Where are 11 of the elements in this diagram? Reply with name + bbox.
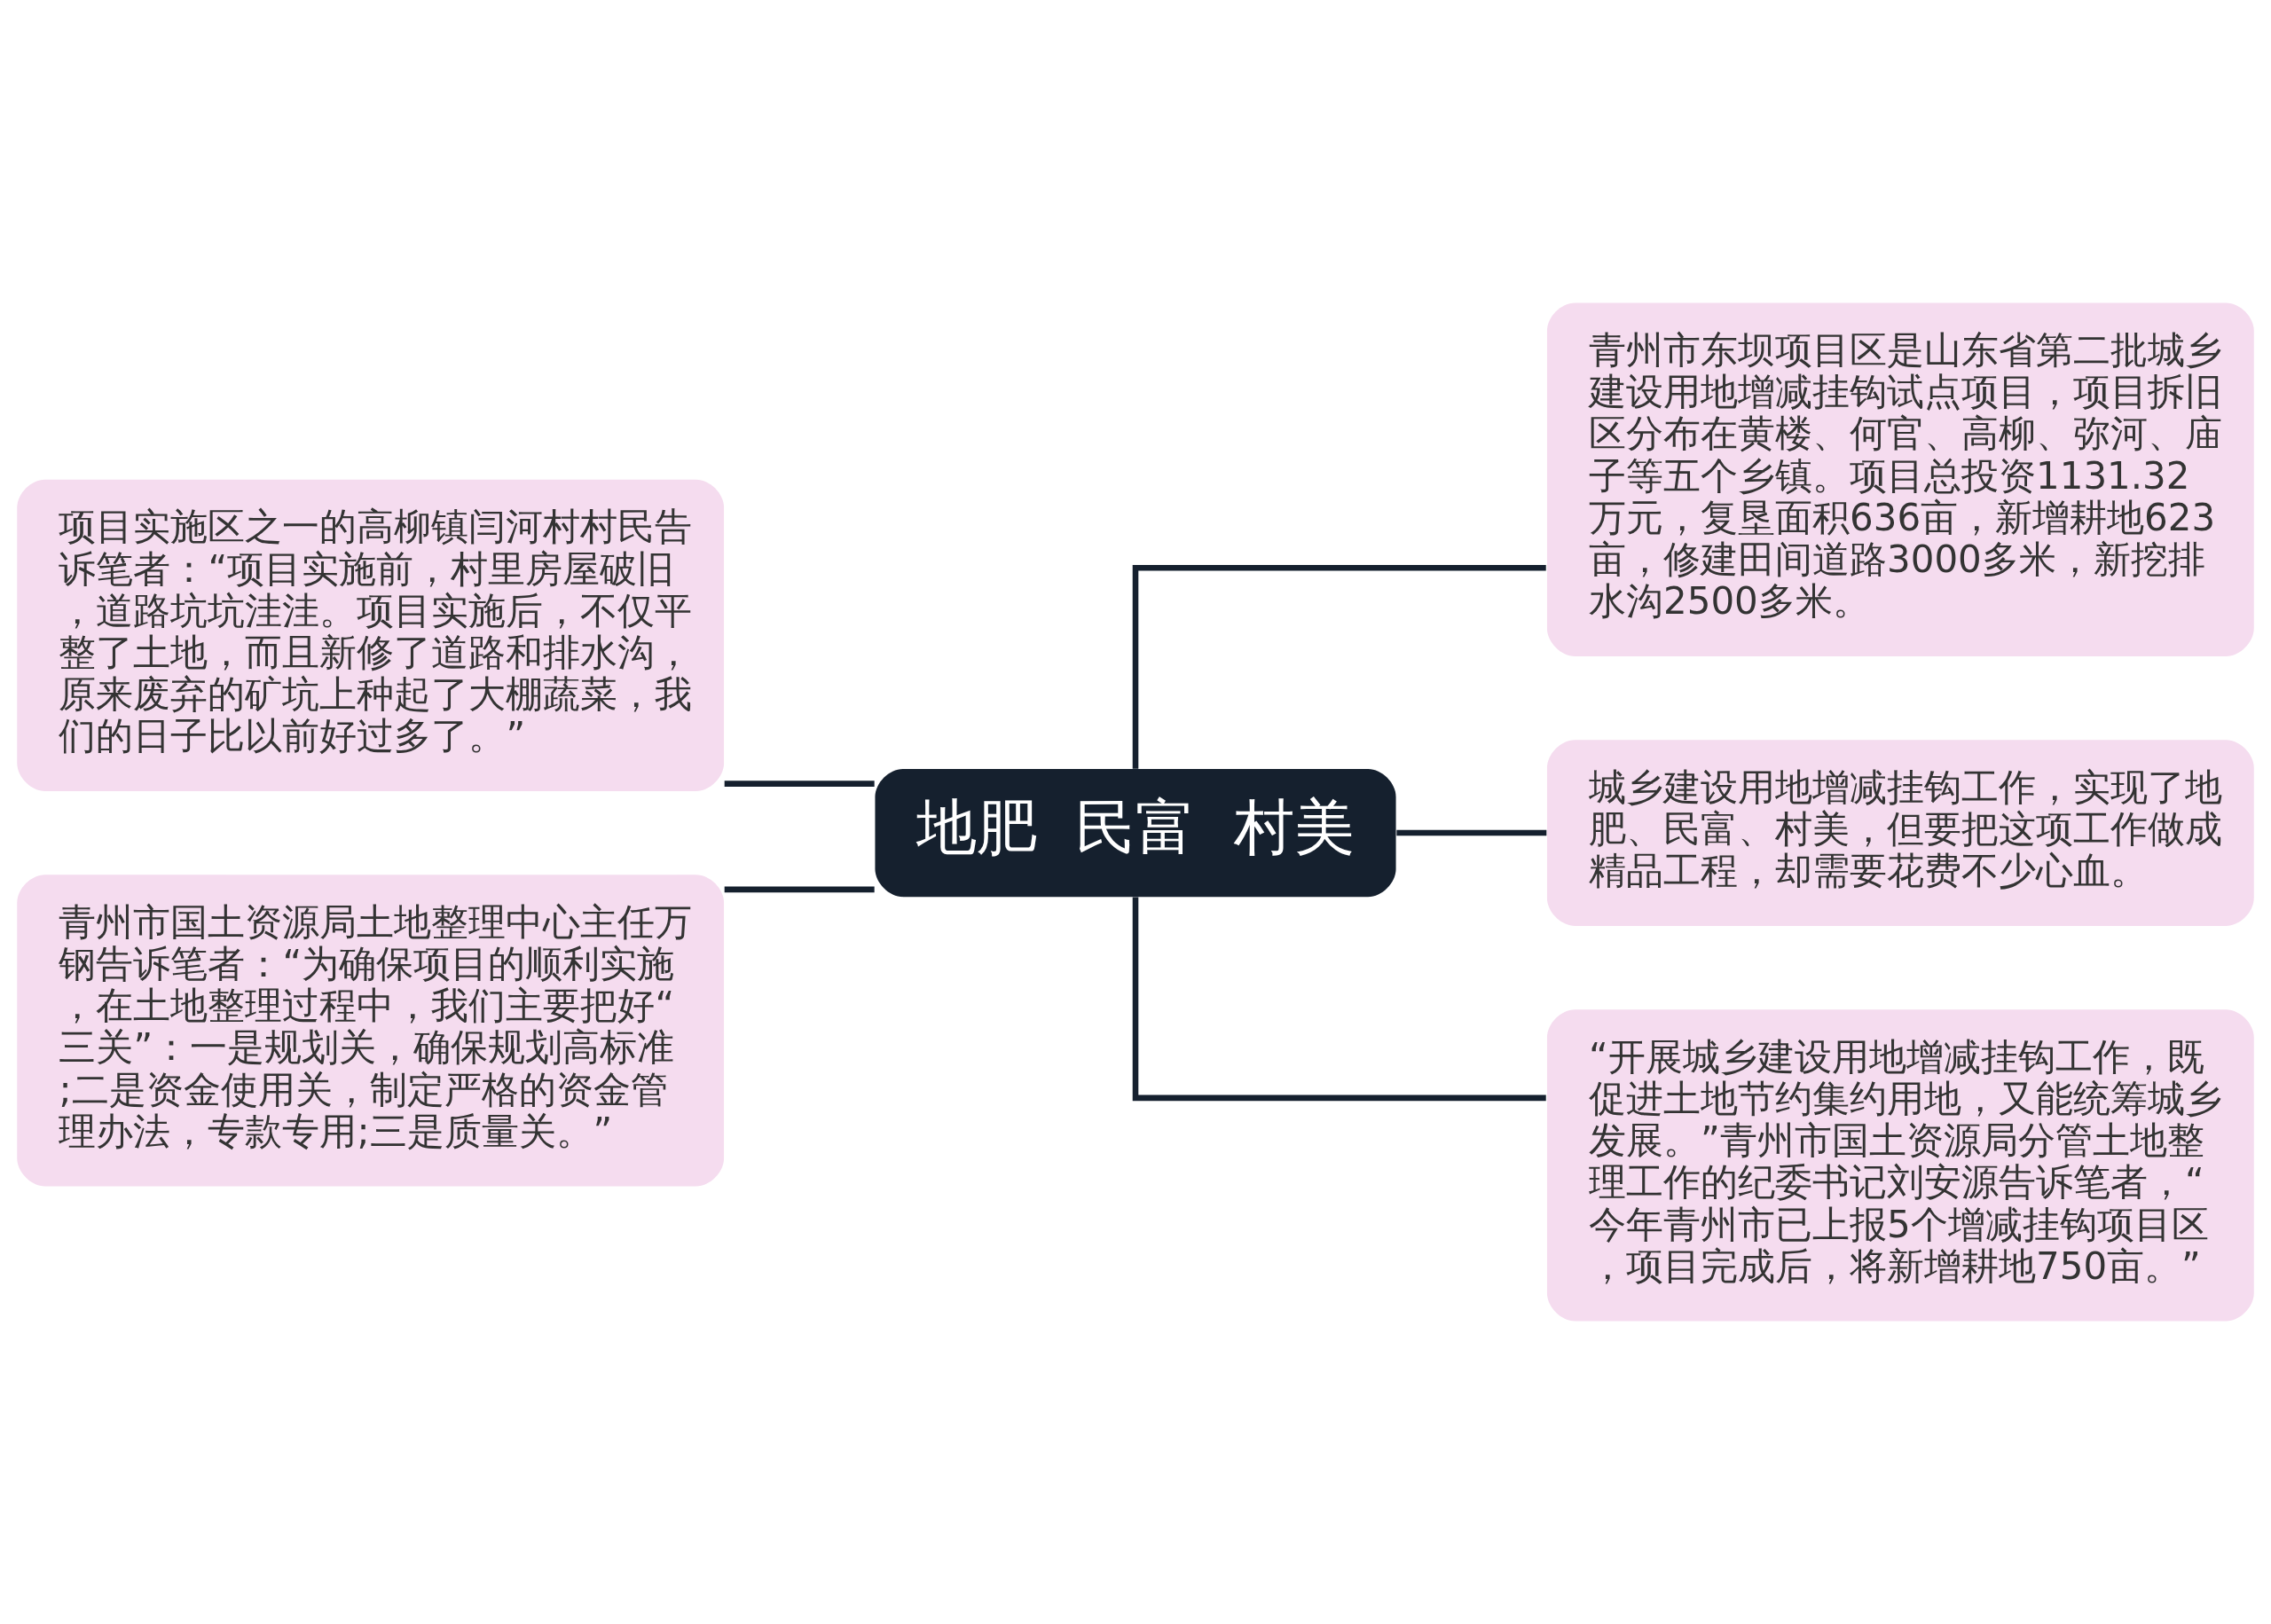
connector (724, 886, 875, 893)
connector (1132, 565, 1546, 769)
node-box: 青州市国土资源局土地整理中心主任万钢告诉笔者：“为确保项目的顺利实施，在土地整理过程中，我们主要把好“三关”：一是规划关，确保规划高标准;二是资金使用关，制定严格的资金管理办法，专款专用;三是质量关。” (17, 875, 725, 1187)
node-box: 地肥 民富 村美 (875, 769, 1396, 898)
connector (1132, 897, 1546, 1102)
node-box: 项目实施区之一的高柳镇闫河村村民告诉笔者：“项目实施前，村里房屋破旧，道路坑坑洼洼。项目实施后，不仅平整了土地，而且新修了道路和排水沟，原来废弃的矿坑上种起了大棚蔬菜，我们的日子比以前好过多了。” (17, 479, 725, 791)
connector (1396, 829, 1547, 836)
node-box: 青州市东坝项目区是山东省第二批城乡建设用地增减挂钩试点项目，项目拆旧区分布在黄楼、何官、高柳、弥河、庙子等五个乡镇。项目总投资1131.32万元，复垦面积636亩，新增耕地623亩，修建田间道路3000多米，新挖排水沟2500多米。 (1546, 302, 2254, 656)
node-box: “开展城乡建设用地增减挂钩工作，既促进土地节约集约用地，又能统筹城乡发展。”青州市国土资源局分管土地整理工作的纪委书记刘安源告诉笔者，“今年青州市已上报5个增减挂钩项目区，项目完成后，将新增耕地750亩。” (1546, 1009, 2254, 1322)
connector (724, 781, 875, 787)
node-box: 城乡建设用地增减挂钩工作，实现了地肥、民富、村美，但要把这项工作做成精品工程，却需要花费不少心血。 (1546, 740, 2254, 926)
